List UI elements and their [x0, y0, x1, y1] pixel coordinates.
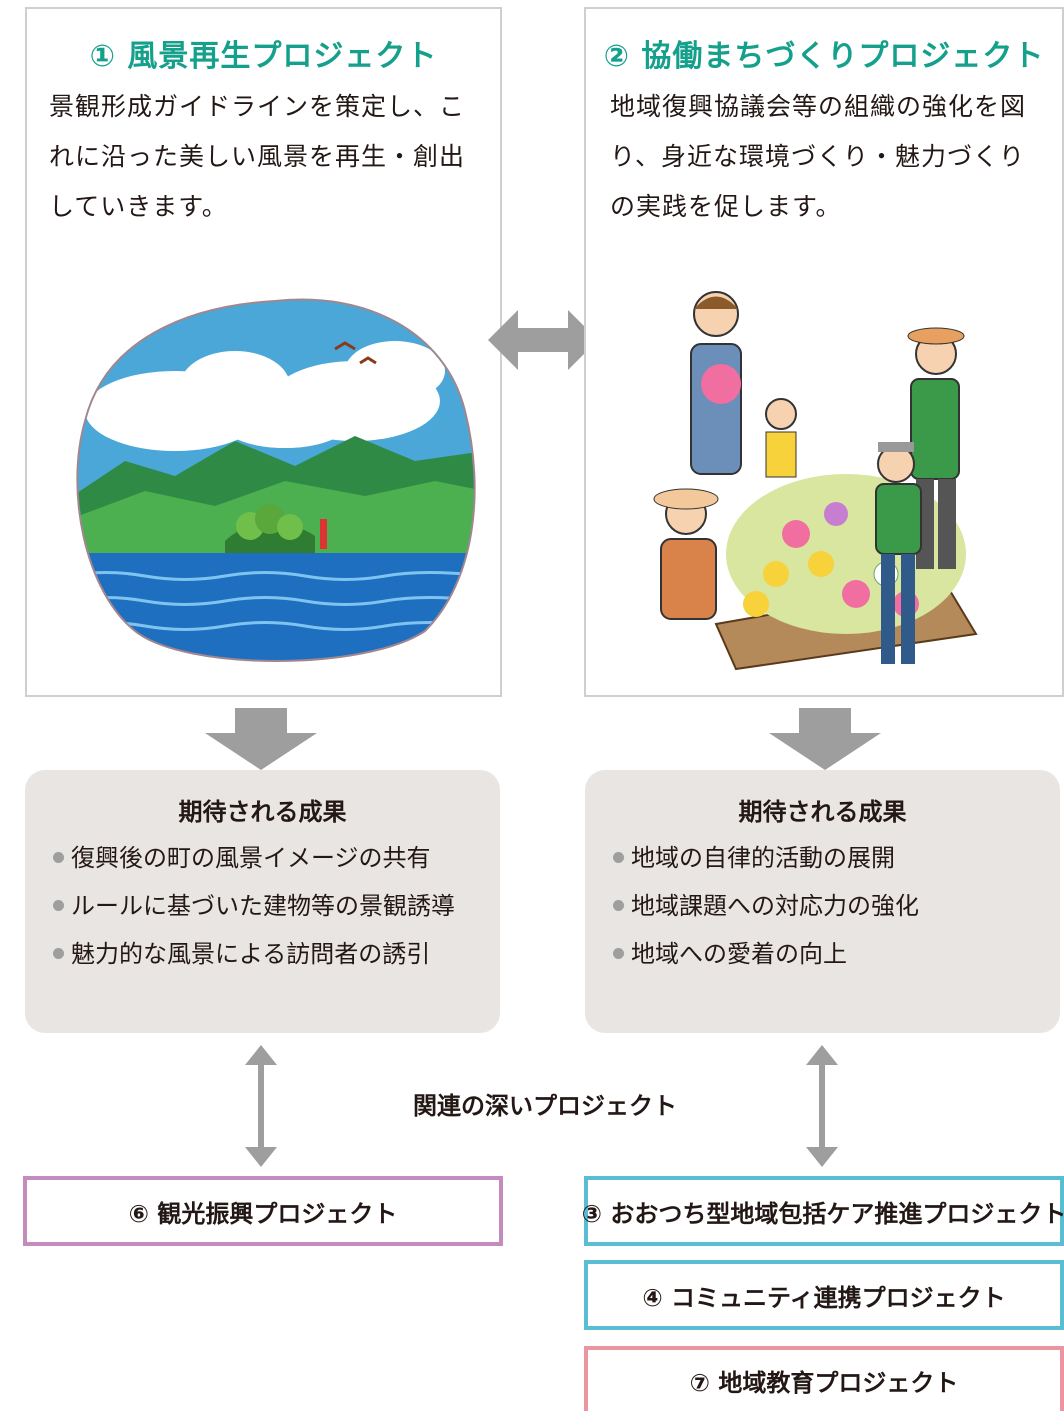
outcome-item: 地域への愛着の向上 — [613, 930, 919, 978]
bullet-icon — [53, 900, 64, 911]
desc-line: 景観形成ガイドラインを策定し、こ — [49, 92, 466, 121]
outcome-item: 魅力的な風景による訪問者の誘引 — [53, 930, 455, 978]
bullet-icon — [53, 852, 64, 863]
coastal-landscape-illustration — [76, 298, 476, 662]
community-gardening-illustration — [653, 291, 978, 671]
bidirectional-arrow-icon — [488, 310, 598, 370]
desc-line: の実践を促します。 — [610, 192, 842, 221]
vertical-double-arrow-icon — [245, 1045, 277, 1167]
outcome-list: 復興後の町の風景イメージの共有 ルールに基づいた建物等の景観誘導 魅力的な風景に… — [53, 834, 455, 978]
related-project-community: ④ コミュニティ連携プロジェクト — [584, 1260, 1064, 1330]
bullet-icon — [613, 948, 624, 959]
project-card-landscape: ① 風景再生プロジェクト 景観形成ガイドラインを策定し、こ れに沿った美しい風景… — [25, 7, 502, 697]
outcome-item: ルールに基づいた建物等の景観誘導 — [53, 882, 455, 930]
related-projects-label: 関連の深いプロジェクト — [413, 1092, 677, 1120]
outcome-title: 期待される成果 — [178, 798, 347, 826]
outcome-title: 期待される成果 — [738, 798, 907, 826]
project-description-landscape: 景観形成ガイドラインを策定し、こ れに沿った美しい風景を再生・創出 していきます… — [49, 82, 465, 232]
project-description-community: 地域復興協議会等の組織の強化を図 り、身近な環境づくり・魅力づくり の実践を促し… — [610, 82, 1026, 232]
desc-line: れに沿った美しい風景を再生・創出 — [49, 142, 466, 171]
outcome-item: 地域課題への対応力の強化 — [613, 882, 919, 930]
related-project-tourism: ⑥ 観光振興プロジェクト — [23, 1176, 503, 1246]
vertical-double-arrow-icon — [806, 1045, 838, 1167]
related-project-care: ③ おおつち型地域包括ケア推進プロジェクト — [582, 1176, 1064, 1246]
outcome-list: 地域の自律的活動の展開 地域課題への対応力の強化 地域への愛着の向上 — [613, 834, 919, 978]
desc-line: していきます。 — [49, 192, 228, 221]
down-arrow-icon — [205, 708, 317, 770]
bullet-icon — [613, 900, 624, 911]
project-title-community: ② 協働まちづくりプロジェクト — [603, 39, 1045, 74]
bullet-icon — [53, 948, 64, 959]
outcome-item: 地域の自律的活動の展開 — [613, 834, 919, 882]
project-card-community: ② 協働まちづくりプロジェクト 地域復興協議会等の組織の強化を図 り、身近な環境… — [584, 7, 1064, 697]
related-project-education: ⑦ 地域教育プロジェクト — [584, 1346, 1064, 1411]
outcome-item: 復興後の町の風景イメージの共有 — [53, 834, 455, 882]
down-arrow-icon — [769, 708, 881, 770]
bullet-icon — [613, 852, 624, 863]
project-title-landscape: ① 風景再生プロジェクト — [89, 39, 438, 74]
desc-line: 地域復興協議会等の組織の強化を図 — [610, 92, 1027, 121]
outcome-card-landscape: 期待される成果 復興後の町の風景イメージの共有 ルールに基づいた建物等の景観誘導… — [25, 770, 500, 1033]
desc-line: り、身近な環境づくり・魅力づくり — [610, 142, 1026, 171]
outcome-card-community: 期待される成果 地域の自律的活動の展開 地域課題への対応力の強化 地域への愛着の… — [585, 770, 1060, 1033]
